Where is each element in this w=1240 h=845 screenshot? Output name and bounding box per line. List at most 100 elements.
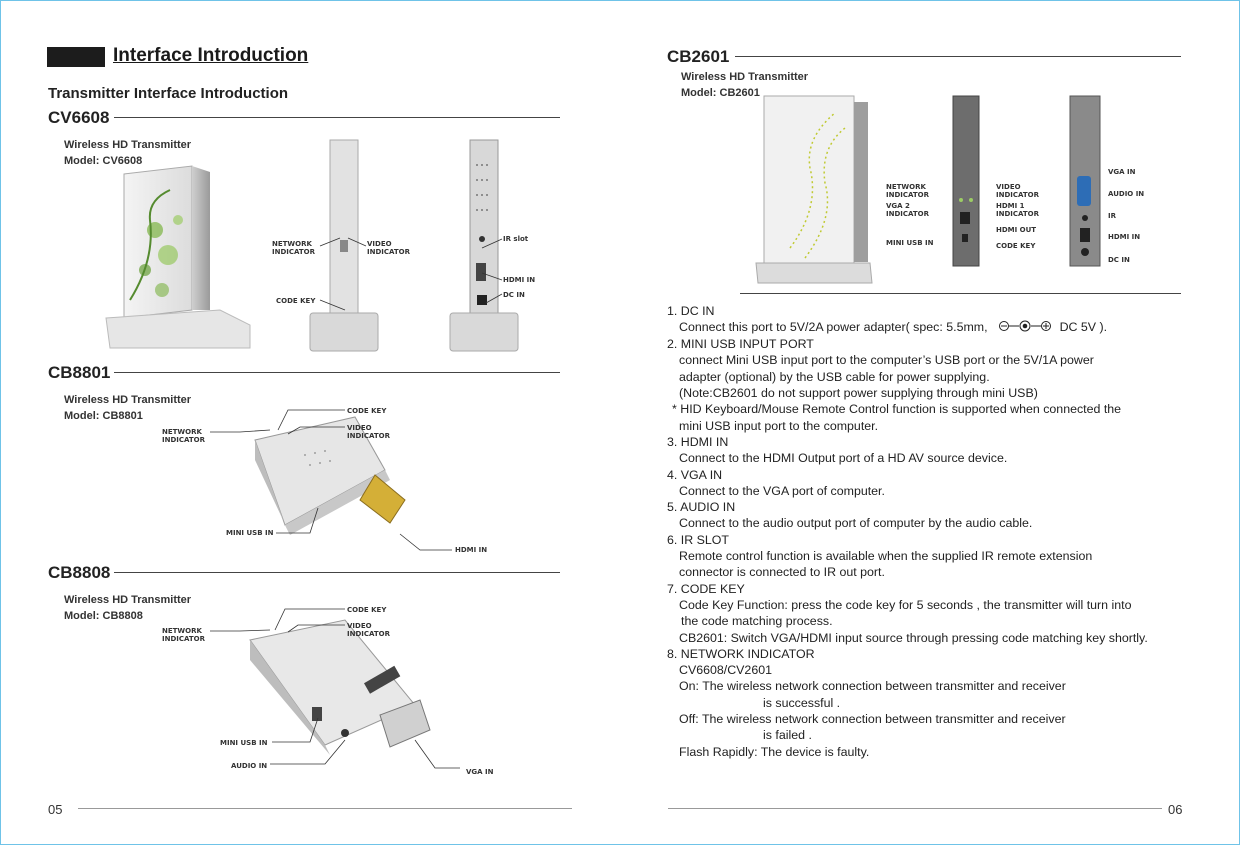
list-item-line: (Note:CB2601 do not support power supply… (667, 385, 1227, 401)
list-item-line: Connect to the audio output port of comp… (667, 515, 1227, 531)
product-code-cb8801: CB8801 (48, 363, 111, 382)
list-item-line: CB2601: Switch VGA/HDMI input source thr… (667, 630, 1227, 646)
list-item-heading: 1. DC IN (667, 304, 715, 318)
line-text: On: The wireless network connection betw… (679, 679, 1066, 694)
label-audio-in: AUDIO IN (1108, 190, 1145, 198)
line-tail: DC 5V ). (1059, 320, 1108, 335)
divider-line (114, 372, 560, 373)
line-text: Connect to the HDMI Output port of a HD … (679, 451, 1008, 466)
list-item-line: CV6608/CV2601 (667, 662, 1227, 678)
label-ir: IR (1108, 212, 1116, 220)
list-item-line: connector is connected to IR out port. (667, 564, 1227, 580)
cv6608-side-image (309, 139, 379, 352)
line-text: Connect this port to 5V/2A power adapter… (679, 320, 988, 335)
label-network-indicator: NETWORK INDICATOR (886, 183, 930, 199)
line-text: Connect to the audio output port of comp… (679, 516, 1033, 531)
label-network-indicator: NETWORK INDICATOR (272, 240, 316, 256)
list-item-line: Off: The wireless network connection bet… (667, 711, 1227, 727)
line-text: connect Mini USB input port to the compu… (679, 353, 1094, 368)
product-caption: Wireless HD Transmitter Model: CV6608 (64, 139, 192, 167)
list-item-line: Code Key Function: press the code key fo… (667, 597, 1227, 613)
list-item-line: is failed . (667, 727, 1227, 743)
label-hdmi-in: HDMI IN (503, 276, 536, 284)
list-item-line: adapter (optional) by the USB cable for … (667, 369, 1227, 385)
footer-line (78, 808, 572, 809)
label-dc-in: DC IN (503, 291, 525, 299)
line-text: the code matching process. (681, 614, 833, 629)
list-item-line: Connect to the HDMI Output port of a HD … (667, 450, 1227, 466)
line-text: Connect to the VGA port of computer. (679, 483, 885, 498)
label-ir-slot: IR slot (503, 235, 529, 243)
cv6608-back-image (449, 139, 519, 352)
label-code-key: CODE KEY (347, 606, 387, 614)
list-item-line: is successful . (667, 695, 1227, 711)
label-hdmi1-indicator: HDMI 1 INDICATOR (996, 202, 1040, 218)
divider-line (114, 117, 560, 118)
list-item-heading: 4. VGA IN (667, 467, 723, 482)
line-text: CV6608/CV2601 (679, 663, 772, 678)
list-item-line: Connect this port to 5V/2A power adapter… (667, 319, 1227, 336)
label-network-indicator: NETWORK INDICATOR (162, 428, 206, 444)
list-item-line: mini USB input port to the computer. (667, 418, 1227, 434)
cb2601-front-image (755, 95, 873, 284)
list-item-heading: 2. MINI USB INPUT PORT (667, 337, 814, 352)
label-vga-in: VGA IN (466, 768, 494, 776)
label-dc-in: DC IN (1108, 256, 1130, 264)
list-item-line: Flash Rapidly: The device is faulty. (667, 744, 1227, 760)
subtitle: Transmitter Interface Introduction (48, 85, 289, 102)
label-video-indicator: VIDEO INDICATOR (347, 424, 391, 440)
line-text: Code Key Function: press the code key fo… (679, 597, 1132, 612)
line-text: Flash Rapidly: The device is faulty. (679, 744, 870, 759)
line-text: CB2601: Switch VGA/HDMI input source thr… (679, 630, 1148, 645)
page-number-left: 05 (48, 802, 63, 817)
list-item-heading: 6. IR SLOT (667, 532, 729, 547)
list-item-heading: 5. AUDIO IN (667, 500, 736, 515)
label-code-key: CODE KEY (276, 297, 316, 305)
footer-line (668, 808, 1162, 809)
cb8801-device-image (254, 416, 406, 535)
label-video-indicator: VIDEO INDICATOR (996, 183, 1040, 199)
label-vga2-indicator: VGA 2 INDICATOR (886, 202, 930, 218)
label-network-indicator: NETWORK INDICATOR (162, 627, 206, 643)
label-video-indicator: VIDEO INDICATOR (347, 622, 391, 638)
cb8808-leader-lines (210, 608, 460, 769)
dc-polarity-icon (998, 320, 1052, 336)
cb2601-side-image (952, 95, 980, 267)
label-code-key: CODE KEY (996, 242, 1036, 250)
line-text: is successful . (763, 695, 841, 710)
line-text: adapter (optional) by the USB cable for … (679, 369, 990, 384)
list-item-line: * HID Keyboard/Mouse Remote Control func… (667, 401, 1227, 417)
label-vga-in: VGA IN (1108, 168, 1136, 176)
list-item-heading: 8. NETWORK INDICATOR (667, 646, 815, 661)
cv6608-leader-lines (319, 237, 503, 311)
label-video-indicator: VIDEO INDICATOR (367, 240, 411, 256)
line-text: * HID Keyboard/Mouse Remote Control func… (672, 402, 1122, 417)
product-code-cv6608: CV6608 (48, 108, 110, 127)
line-text: Remote control function is available whe… (679, 549, 1093, 564)
label-mini-usb-in: MINI USB IN (220, 739, 268, 747)
list-item-line: Remote control function is available whe… (667, 548, 1227, 564)
product-caption: Wireless HD Transmitter Model: CB2601 (681, 71, 809, 99)
divider-line (735, 56, 1181, 57)
line-text: (Note:CB2601 do not support power supply… (679, 386, 1038, 401)
cb8801-leader-lines (210, 409, 452, 551)
list-item-line: connect Mini USB input port to the compu… (667, 352, 1227, 368)
label-mini-usb-in: MINI USB IN (226, 529, 274, 537)
label-hdmi-in: HDMI IN (1108, 233, 1141, 241)
cb2601-back-image (1069, 95, 1101, 267)
list-item-line: Connect to the VGA port of computer. (667, 483, 1227, 499)
product-caption: Wireless HD Transmitter Model: CB8808 (64, 594, 192, 622)
list-item-heading: 7. CODE KEY (667, 581, 745, 596)
line-text: mini USB input port to the computer. (679, 418, 879, 433)
label-audio-in: AUDIO IN (231, 762, 268, 770)
list-item-line: On: The wireless network connection betw… (667, 678, 1227, 694)
list-item-line: the code matching process. (667, 613, 1227, 629)
line-text: connector is connected to IR out port. (679, 565, 885, 580)
label-code-key: CODE KEY (347, 407, 387, 415)
cv6608-front-image (105, 165, 251, 349)
product-caption: Wireless HD Transmitter Model: CB8801 (64, 394, 192, 422)
line-text: is failed . (763, 728, 812, 743)
divider-line (740, 293, 1181, 294)
product-code-cb2601: CB2601 (667, 47, 730, 66)
label-hdmi-in: HDMI IN (455, 546, 488, 554)
